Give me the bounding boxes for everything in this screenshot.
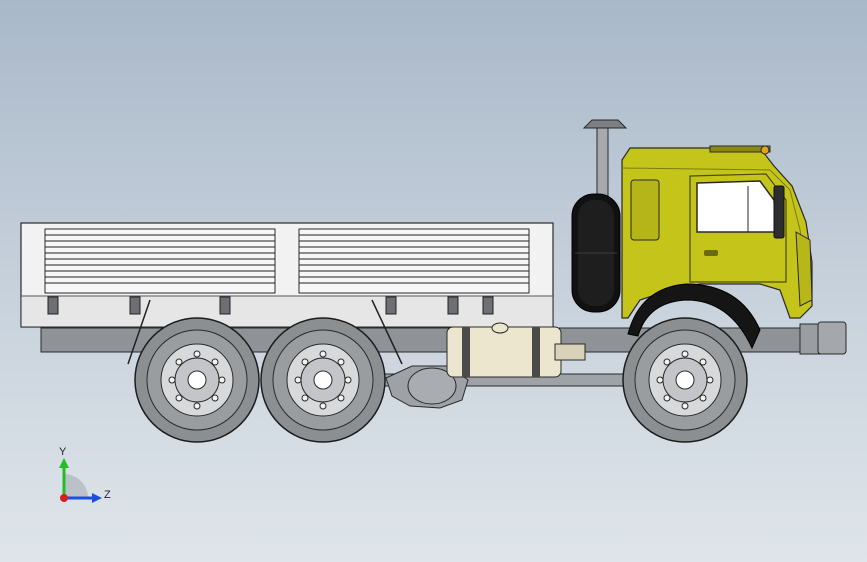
exhaust-stack: [582, 119, 628, 199]
bumper-end: [817, 321, 847, 355]
side-panel-right: [298, 228, 530, 294]
side-mirror: [773, 185, 785, 239]
triad-z-label: Z: [104, 489, 111, 501]
fuel-tank: [446, 322, 586, 378]
truck-model[interactable]: [20, 119, 847, 443]
triad-x-axis: [60, 494, 68, 502]
wheel-rear-2: [260, 317, 386, 443]
front-fender: [627, 283, 761, 350]
spare-tire: [571, 193, 621, 313]
cargo-bed: [20, 222, 554, 365]
triad-y-label: Y: [59, 446, 67, 458]
differential-cover: [407, 367, 457, 405]
cab-rear-window: [630, 179, 660, 241]
lug-nuts: [168, 350, 714, 410]
side-panel-left: [44, 228, 276, 294]
coordinate-triad[interactable]: Y Z: [59, 446, 111, 503]
stake-pockets: [47, 296, 494, 315]
wheel-rear-1: [134, 317, 260, 443]
cab: [621, 145, 813, 319]
wheel-front: [622, 317, 748, 443]
triad-quarter-disc: [64, 474, 88, 498]
cab-door-window: [696, 180, 777, 233]
